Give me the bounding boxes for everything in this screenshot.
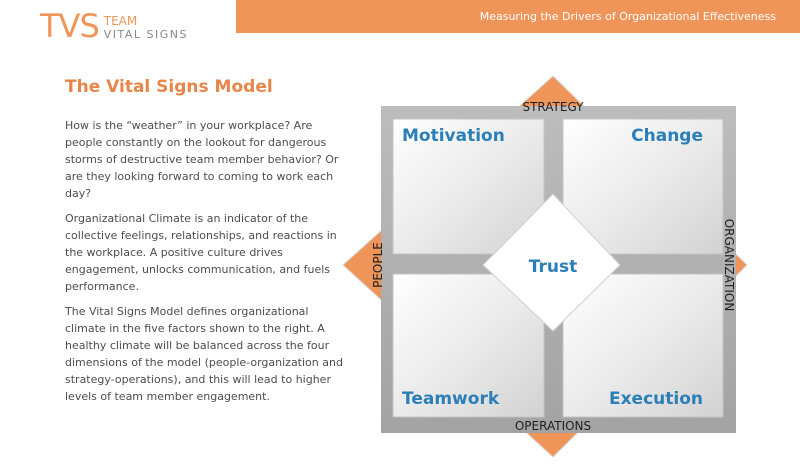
logo-word-team: TEAM: [103, 14, 138, 28]
factor-label-trust: Trust: [529, 257, 577, 277]
factor-label-teamwork: Teamwork: [402, 389, 500, 409]
factor-label-motivation: Motivation: [402, 126, 505, 146]
quadrant-tile-execution: [562, 273, 724, 418]
brand-logo: TVS TEAM VITAL SIGNS: [40, 10, 188, 42]
factor-label-change: Change: [631, 126, 703, 146]
axis-label-people: PEOPLE: [371, 242, 385, 288]
logo-wordmark: TEAM VITAL SIGNS: [103, 14, 188, 42]
axis-label-organization: ORGANIZATION: [722, 219, 736, 312]
banner-tagline: Measuring the Drivers of Organizational …: [479, 10, 776, 23]
center-diamond: [482, 193, 621, 332]
body-paragraph: The Vital Signs Model defines organizati…: [65, 305, 343, 403]
logo-mark: TVS: [40, 7, 100, 45]
logo-word-vital-signs: VITAL SIGNS: [103, 28, 188, 41]
body-paragraph: How is the “weather” in your workplace? …: [65, 119, 339, 200]
axis-label-strategy: STRATEGY: [522, 100, 584, 114]
axis-label-operations: OPERATIONS: [515, 419, 591, 433]
section-heading: The Vital Signs Model: [65, 77, 273, 97]
article-body: How is the “weather” in your workplace? …: [65, 117, 343, 413]
header-banner: Measuring the Drivers of Organizational …: [236, 0, 800, 33]
factor-label-execution: Execution: [609, 389, 703, 409]
body-paragraph: Organizational Climate is an indicator o…: [65, 212, 337, 293]
quadrant-tile-change: [562, 118, 724, 255]
